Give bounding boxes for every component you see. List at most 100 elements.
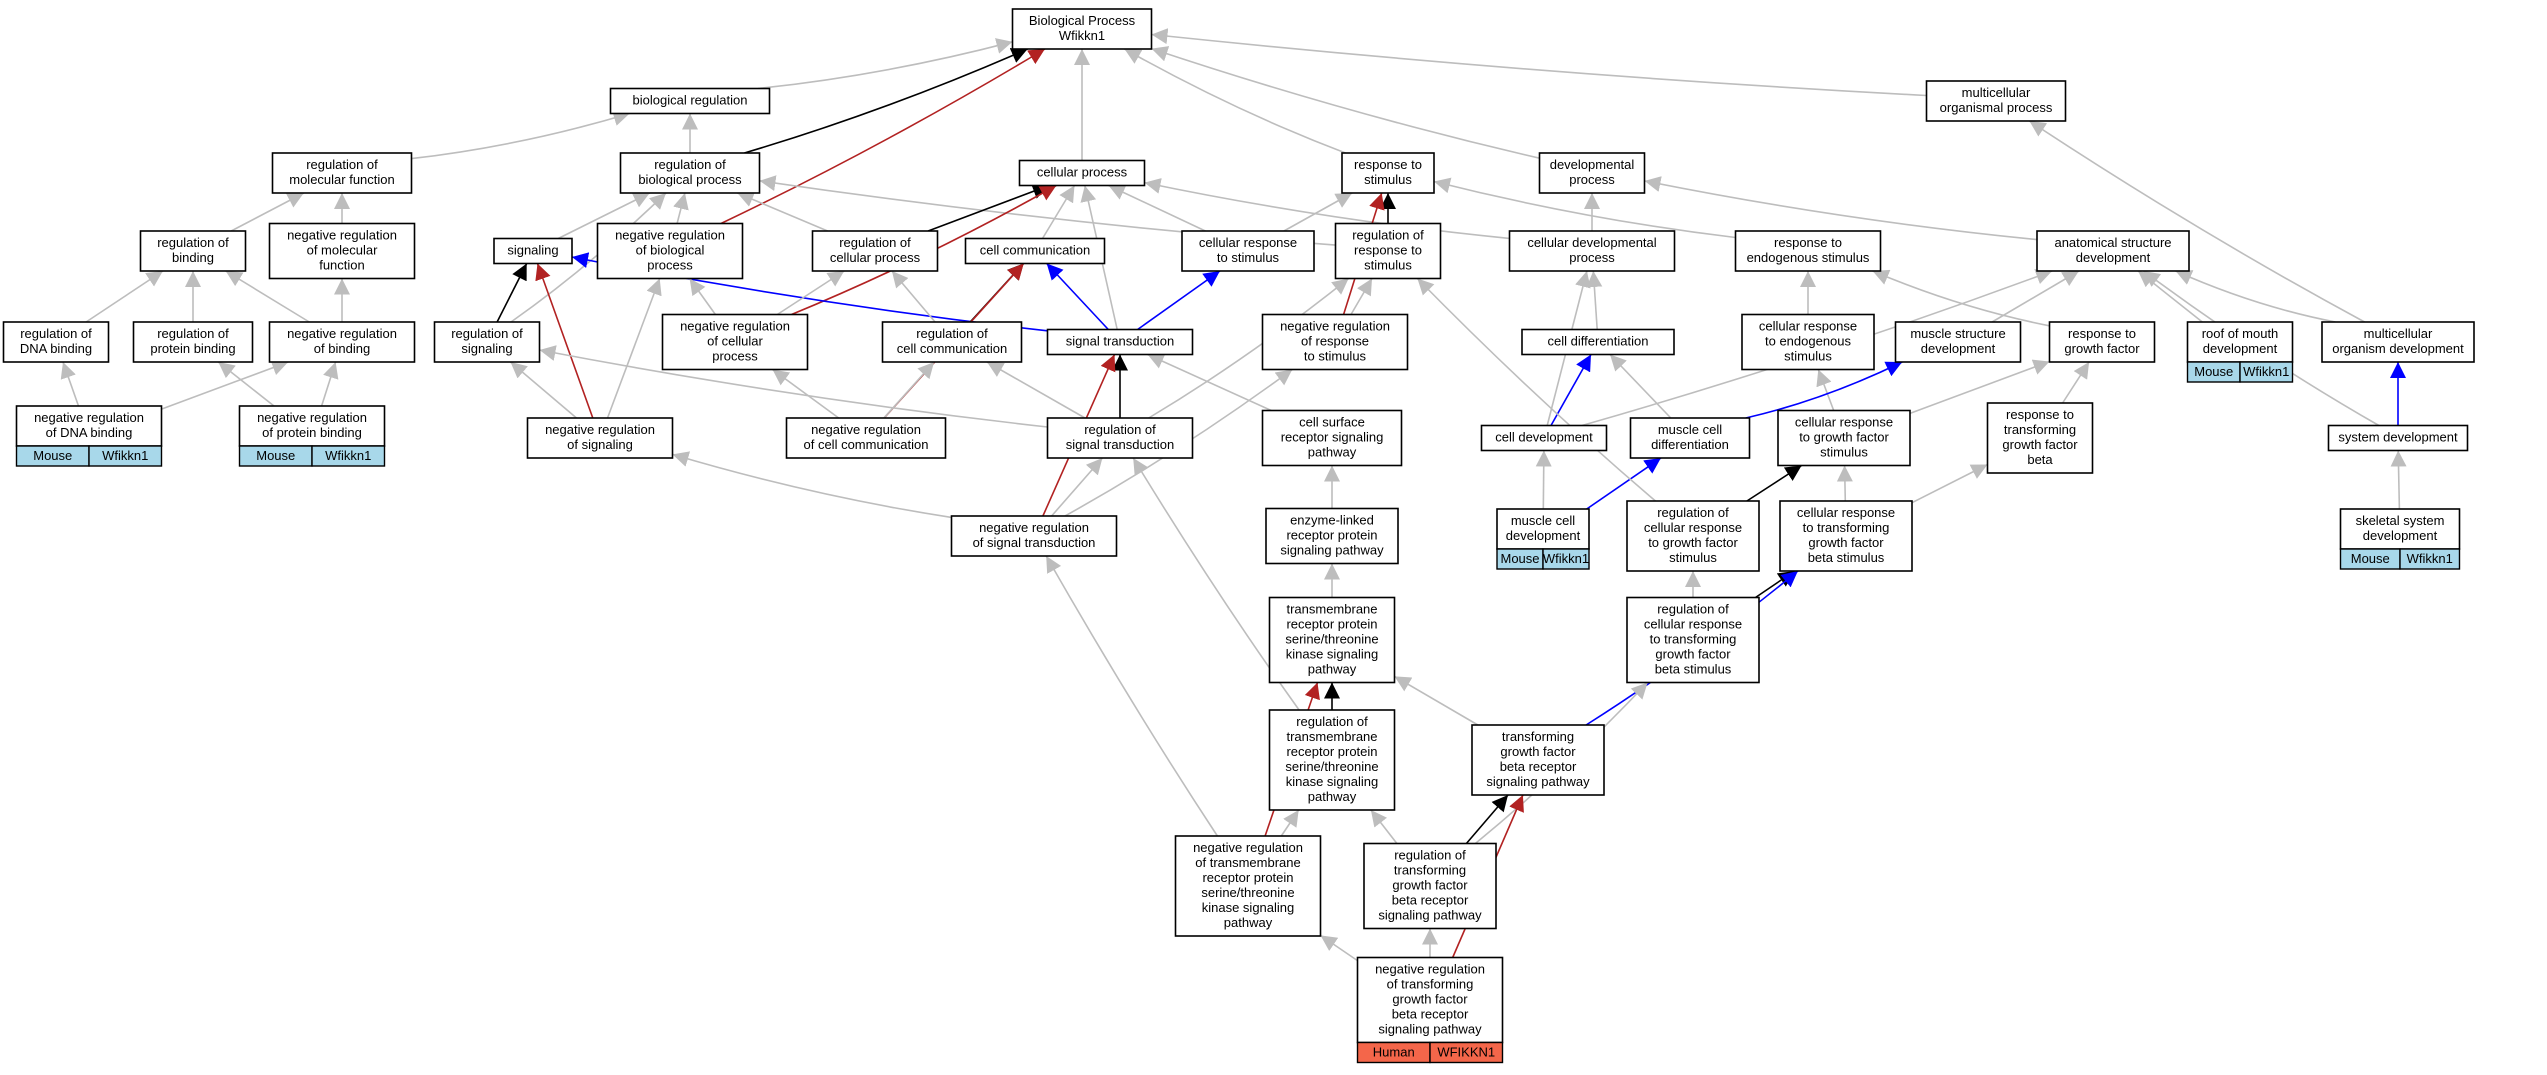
node-label: beta stimulus <box>1655 662 1732 677</box>
node-label: of biological <box>636 243 705 258</box>
node-box <box>1268 596 1396 684</box>
node-box <box>2321 321 2475 363</box>
edge-plain <box>2028 120 2365 323</box>
edge-plain <box>2175 270 2336 323</box>
node-label: growth factor <box>2064 341 2140 356</box>
node-box <box>785 417 947 459</box>
node-label: development <box>1506 528 1581 543</box>
node-label: beta receptor <box>1392 1007 1469 1022</box>
edge-plain <box>1836 465 1853 502</box>
node-label: cellular process <box>830 250 921 265</box>
node-label: anatomical structure <box>2054 235 2171 250</box>
node-label: response to <box>2068 326 2136 341</box>
node-box <box>2048 321 2156 363</box>
edge-plain <box>557 192 651 240</box>
node-box <box>493 237 573 265</box>
node-label: DNA binding <box>20 341 92 356</box>
go-node-cell-comm: cell communication <box>964 237 1106 265</box>
node-label: receptor protein <box>1286 744 1377 759</box>
node-label: organismal process <box>1940 100 2053 115</box>
gene-label: Wfikkn1 <box>1543 551 1589 566</box>
edge-plain <box>883 361 935 419</box>
node-label: beta stimulus <box>1808 550 1885 565</box>
node-label: cellular response <box>1644 617 1742 632</box>
node-label: endogenous stimulus <box>1747 250 1870 265</box>
node-box <box>1341 152 1435 194</box>
edge-negative <box>720 48 1046 225</box>
go-node-cell-diff: cell differentiation <box>1521 328 1675 356</box>
node-box <box>1538 152 1646 194</box>
node-label: of transforming <box>1387 977 1474 992</box>
node-label: receptor protein <box>1286 528 1377 543</box>
node-box <box>1261 409 1403 467</box>
node-label: negative regulation <box>979 520 1089 535</box>
edge-plain <box>672 451 952 519</box>
node-label: cellular response <box>1644 520 1742 535</box>
gene-cell <box>1429 1041 1504 1064</box>
edge-plain <box>1151 28 1927 97</box>
go-node-system-dev: system development <box>2327 424 2469 452</box>
node-label: regulation of <box>306 157 378 172</box>
node-box <box>1011 8 1153 50</box>
node-box <box>619 152 761 194</box>
species-label: Mouse <box>2351 551 2390 566</box>
gene-cell <box>88 445 163 467</box>
edge-plain <box>60 361 80 407</box>
node-box <box>2 321 110 363</box>
node-label: negative regulation <box>1375 962 1485 977</box>
edge-plain <box>1991 270 2080 323</box>
edge-plain <box>1586 270 1603 330</box>
node-label: process <box>1569 250 1615 265</box>
edge-positive <box>1550 354 1592 426</box>
node-label: negative regulation <box>680 319 790 334</box>
node-box <box>1626 500 1760 572</box>
node-label: differentiation <box>1651 437 1729 452</box>
edge-plain <box>1144 178 1510 240</box>
node-label: to transforming <box>1650 632 1737 647</box>
node-label: kinase signaling <box>1286 647 1379 662</box>
node-box <box>268 321 416 363</box>
node-label: negative regulation <box>615 228 725 243</box>
edge-plain <box>1416 277 1657 502</box>
edge-plain <box>758 38 1013 90</box>
edge-plain <box>1041 185 1076 239</box>
edge-plain <box>217 361 275 407</box>
gene-cell <box>1542 548 1590 570</box>
node-label: multicellular <box>2364 326 2433 341</box>
gene-cell <box>2239 361 2294 383</box>
node-label: signaling pathway <box>1378 1022 1482 1037</box>
node-label: cell surface <box>1299 415 1365 430</box>
node-box <box>1629 417 1751 459</box>
species-label: Mouse <box>256 448 295 463</box>
node-label: development <box>2363 528 2438 543</box>
node-label: protein binding <box>150 341 235 356</box>
edge-is_a <box>1465 794 1509 845</box>
node-label: function <box>319 258 365 273</box>
node-label: kinase signaling <box>1286 774 1379 789</box>
node-box <box>1181 230 1315 272</box>
go-node-cell-proc: cellular process <box>1018 159 1146 187</box>
node-label: response to <box>2006 407 2074 422</box>
node-label: serine/threonine <box>1201 885 1294 900</box>
node-label: growth factor <box>1392 878 1468 893</box>
edge-plain <box>539 345 1048 428</box>
node-label: response to <box>1354 243 1422 258</box>
node-box <box>2186 321 2294 363</box>
edge-plain <box>225 270 310 323</box>
node-label: organism development <box>2332 341 2464 356</box>
